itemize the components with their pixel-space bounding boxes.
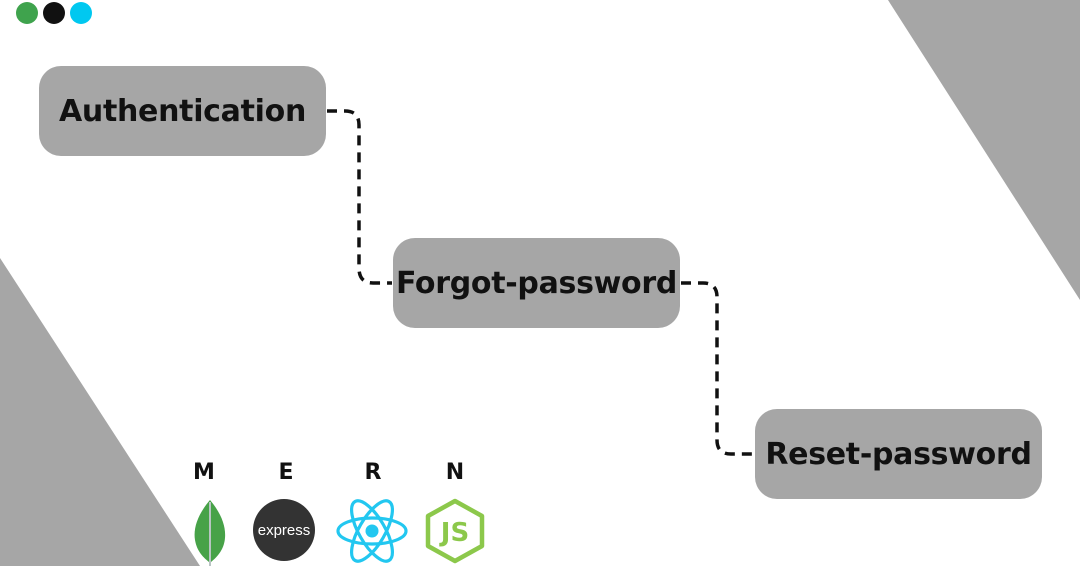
nodejs-hexagon-icon: JS [425, 498, 485, 564]
green-dot [16, 2, 38, 24]
stack-letter-r: R [364, 460, 382, 485]
window-dots [16, 2, 92, 24]
edge-authentication-to-forgot-password [327, 109, 392, 285]
stack-letter-e: E [278, 460, 294, 485]
reset-password-label: Reset-password [765, 436, 1032, 472]
bottom-left-diagonal-shape [0, 258, 200, 566]
mern-stack: M E R N express JS [176, 460, 496, 566]
stack-letter-m: M [193, 460, 215, 485]
forgot-password-node: Forgot-password [393, 238, 680, 328]
black-dot [43, 2, 65, 24]
express-logo: express [253, 499, 315, 561]
mongodb-leaf-icon [194, 500, 226, 566]
nodejs-logo-text: JS [439, 518, 469, 548]
react-atom-icon [336, 499, 408, 563]
top-right-diagonal-shape [888, 0, 1080, 300]
express-logo-text: express [258, 522, 311, 539]
stack-letter-n: N [445, 460, 465, 485]
cyan-dot [70, 2, 92, 24]
authentication-label: Authentication [58, 93, 307, 129]
forgot-password-label: Forgot-password [395, 265, 678, 301]
edge-forgot-password-to-reset-password [681, 281, 754, 456]
reset-password-node: Reset-password [755, 409, 1042, 499]
authentication-node: Authentication [39, 66, 326, 156]
